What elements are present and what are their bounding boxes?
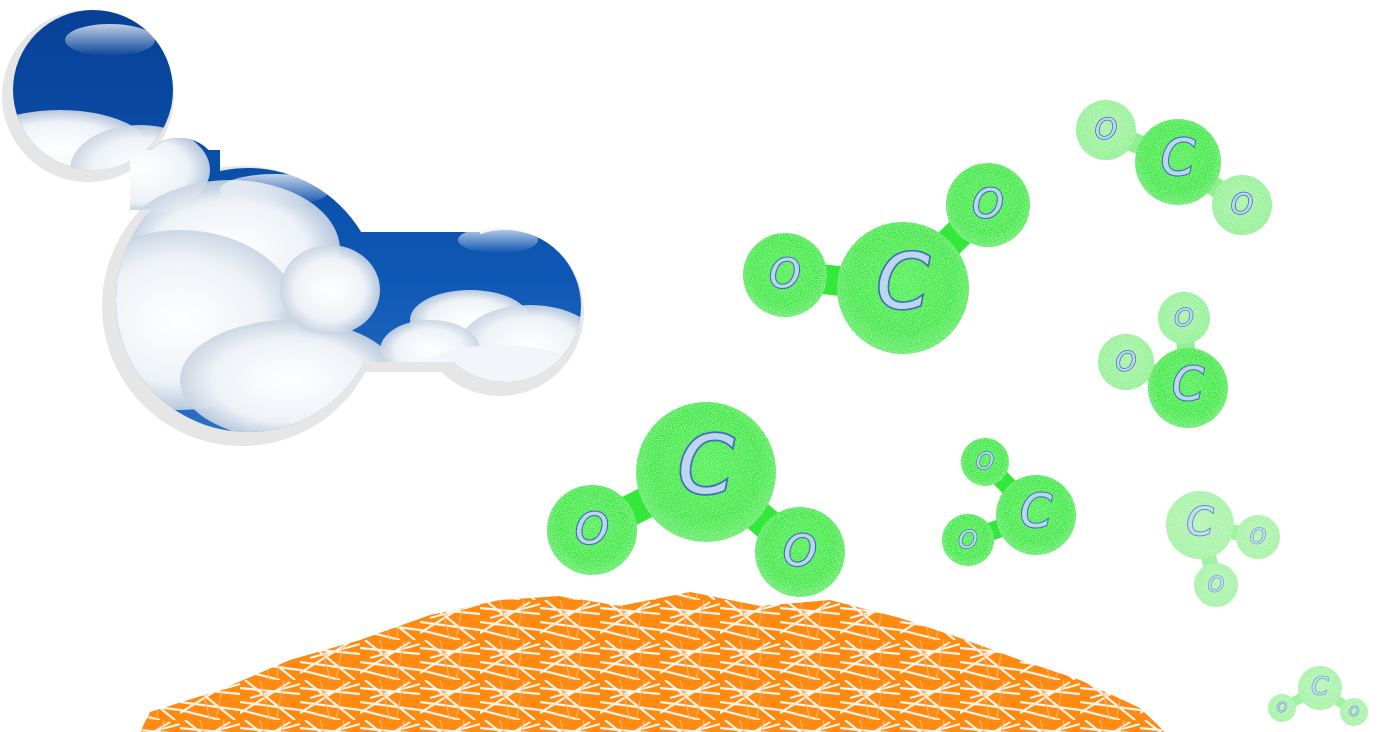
oxygen-label: O <box>1174 303 1193 332</box>
oxygen-atom: O <box>1194 563 1238 607</box>
oxygen-atom: O <box>961 438 1009 486</box>
gloss-highlight <box>220 174 330 206</box>
co2-molecule: O O C <box>1268 666 1368 726</box>
oxygen-label: O <box>575 505 609 555</box>
oxygen-atom: O <box>1158 292 1210 344</box>
gloss-highlight <box>458 227 538 253</box>
carbon-atom: C <box>636 402 776 542</box>
oxygen-label: O <box>1250 525 1266 549</box>
oxygen-label: O <box>958 525 977 554</box>
carbon-label: C <box>1020 484 1052 538</box>
oxygen-atom: O <box>1212 175 1272 235</box>
carbon-atom: C <box>1166 491 1234 559</box>
carbon-atom: C <box>1298 666 1342 710</box>
gloss-highlight <box>65 24 155 56</box>
orange-ground <box>140 592 1165 732</box>
oxygen-label: O <box>769 252 800 298</box>
oxygen-label: O <box>1208 573 1224 597</box>
oxygen-label: O <box>976 449 994 475</box>
oxygen-atom: O <box>1076 100 1136 160</box>
sky-molecule <box>2 10 584 446</box>
oxygen-atom: O <box>743 233 827 317</box>
carbon-label: C <box>678 418 734 512</box>
co2-molecule: OOC <box>1098 292 1228 428</box>
oxygen-atom: O <box>1340 698 1368 726</box>
co2-molecule: OOC <box>743 163 1030 354</box>
carbon-label: C <box>1161 129 1196 187</box>
carbon-label: C <box>1311 672 1329 701</box>
carbon-label: C <box>1172 357 1204 411</box>
carbon-atom: C <box>837 222 969 354</box>
carbon-atom: C <box>996 475 1076 555</box>
oxygen-label: O <box>1116 346 1137 377</box>
co2-molecule: OOC <box>942 438 1076 566</box>
oxygen-label: O <box>972 182 1003 228</box>
co2-molecule: O O C <box>1166 491 1280 607</box>
carbon-label: C <box>877 238 930 326</box>
carbon-atom: C <box>1135 119 1221 205</box>
oxygen-label: O <box>1277 701 1287 716</box>
co2-molecule: O O C <box>1076 100 1272 235</box>
carbon-atom: C <box>1148 348 1228 428</box>
oxygen-label: O <box>1349 705 1359 720</box>
oxygen-atom: O <box>942 514 994 566</box>
carbon-label: C <box>1186 500 1214 545</box>
oxygen-label: O <box>1095 113 1117 146</box>
oxygen-atom: O <box>946 163 1030 247</box>
oxygen-label: O <box>783 527 817 577</box>
oxygen-atom: O <box>755 507 845 597</box>
oxygen-atom: O <box>1268 694 1296 722</box>
oxygen-atom: O <box>1098 334 1154 390</box>
oxygen-atom: O <box>547 485 637 575</box>
oxygen-atom: O <box>1236 515 1280 559</box>
oxygen-label: O <box>1231 188 1253 221</box>
